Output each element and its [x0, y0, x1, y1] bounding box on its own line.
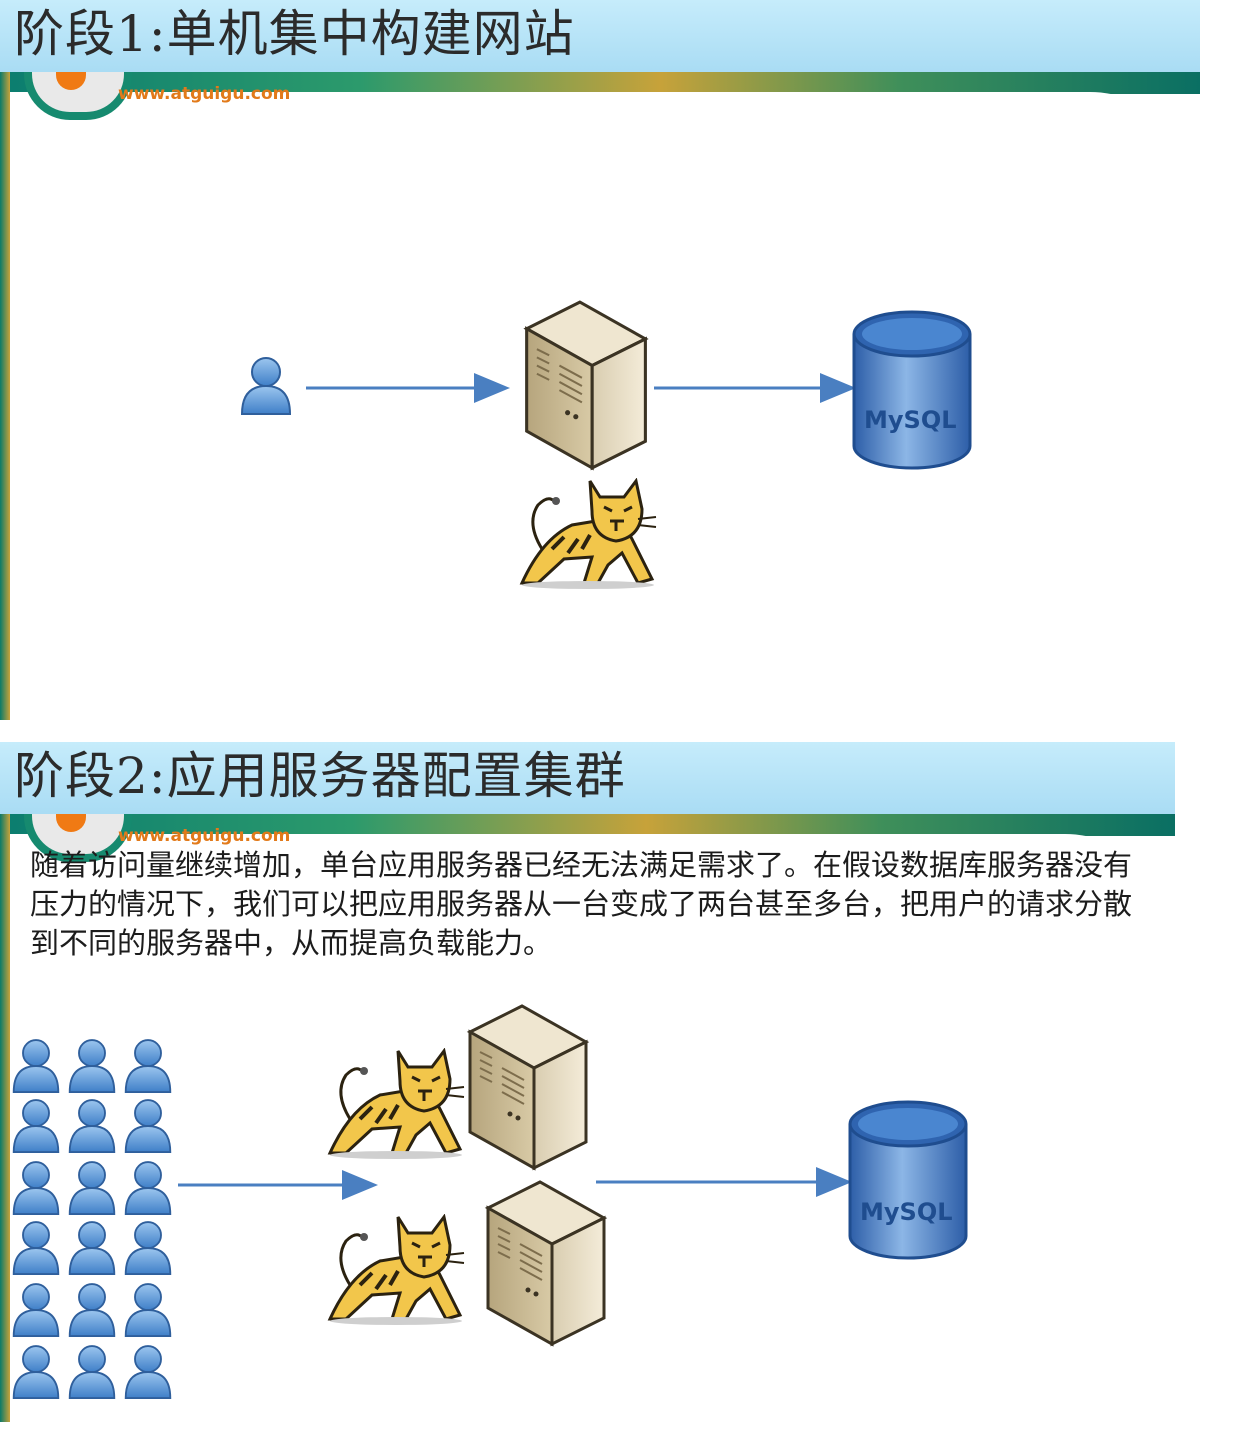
title-bar: 阶段1:单机集中构建网站 [0, 0, 1200, 72]
mysql-database-icon: MySQL [848, 1100, 968, 1260]
user-icon [12, 1283, 60, 1338]
left-accent-bar [0, 814, 10, 1422]
user-icon [68, 1283, 116, 1338]
tomcat-icon [330, 1217, 464, 1325]
user-icon [241, 357, 291, 415]
user-icon [124, 1283, 172, 1338]
slide-stage-2: www.atguigu.com 阶段2:应用服务器配置集群 随着访问量继续增加，… [0, 742, 1175, 1422]
user-icon [12, 1161, 60, 1216]
left-accent-bar [0, 72, 10, 720]
description-text: 随着访问量继续增加，单台应用服务器已经无法满足需求了。在假设数据库服务器没有压力… [30, 848, 1133, 960]
user-icon [124, 1345, 172, 1400]
user-icon [12, 1345, 60, 1400]
user-icon [124, 1039, 172, 1094]
server-icon [525, 300, 647, 470]
user-icon [68, 1039, 116, 1094]
logo-url: www.atguigu.com [118, 826, 291, 846]
user-icon [12, 1221, 60, 1276]
user-icon [68, 1099, 116, 1154]
user-icon [12, 1039, 60, 1094]
server-icon [468, 1004, 588, 1170]
slide-title: 阶段2:应用服务器配置集群 [14, 747, 626, 805]
user-icon [68, 1221, 116, 1276]
database-label: MySQL [860, 1198, 953, 1226]
slide-title: 阶段1:单机集中构建网站 [14, 5, 575, 63]
user-icon [124, 1221, 172, 1276]
user-icon [12, 1099, 60, 1154]
user-icon [124, 1099, 172, 1154]
tomcat-icon [522, 481, 656, 589]
users-group [12, 1039, 172, 1400]
brand-band [0, 72, 1200, 94]
mysql-database-icon: MySQL [852, 310, 972, 470]
logo-url: www.atguigu.com [118, 84, 291, 104]
user-icon [124, 1161, 172, 1216]
user-icon [68, 1161, 116, 1216]
tomcat-icon [330, 1051, 464, 1159]
title-bar: 阶段2:应用服务器配置集群 [0, 742, 1175, 814]
database-label: MySQL [864, 406, 957, 434]
architecture-diagram-2: MySQL [12, 1004, 968, 1400]
slide-stage-1: www.atguigu.com 阶段1:单机集中构建网站 MySQL [0, 0, 1200, 720]
user-icon [68, 1345, 116, 1400]
brand-band [0, 814, 1175, 836]
server-icon [486, 1180, 606, 1346]
architecture-diagram-1: MySQL [241, 300, 972, 720]
